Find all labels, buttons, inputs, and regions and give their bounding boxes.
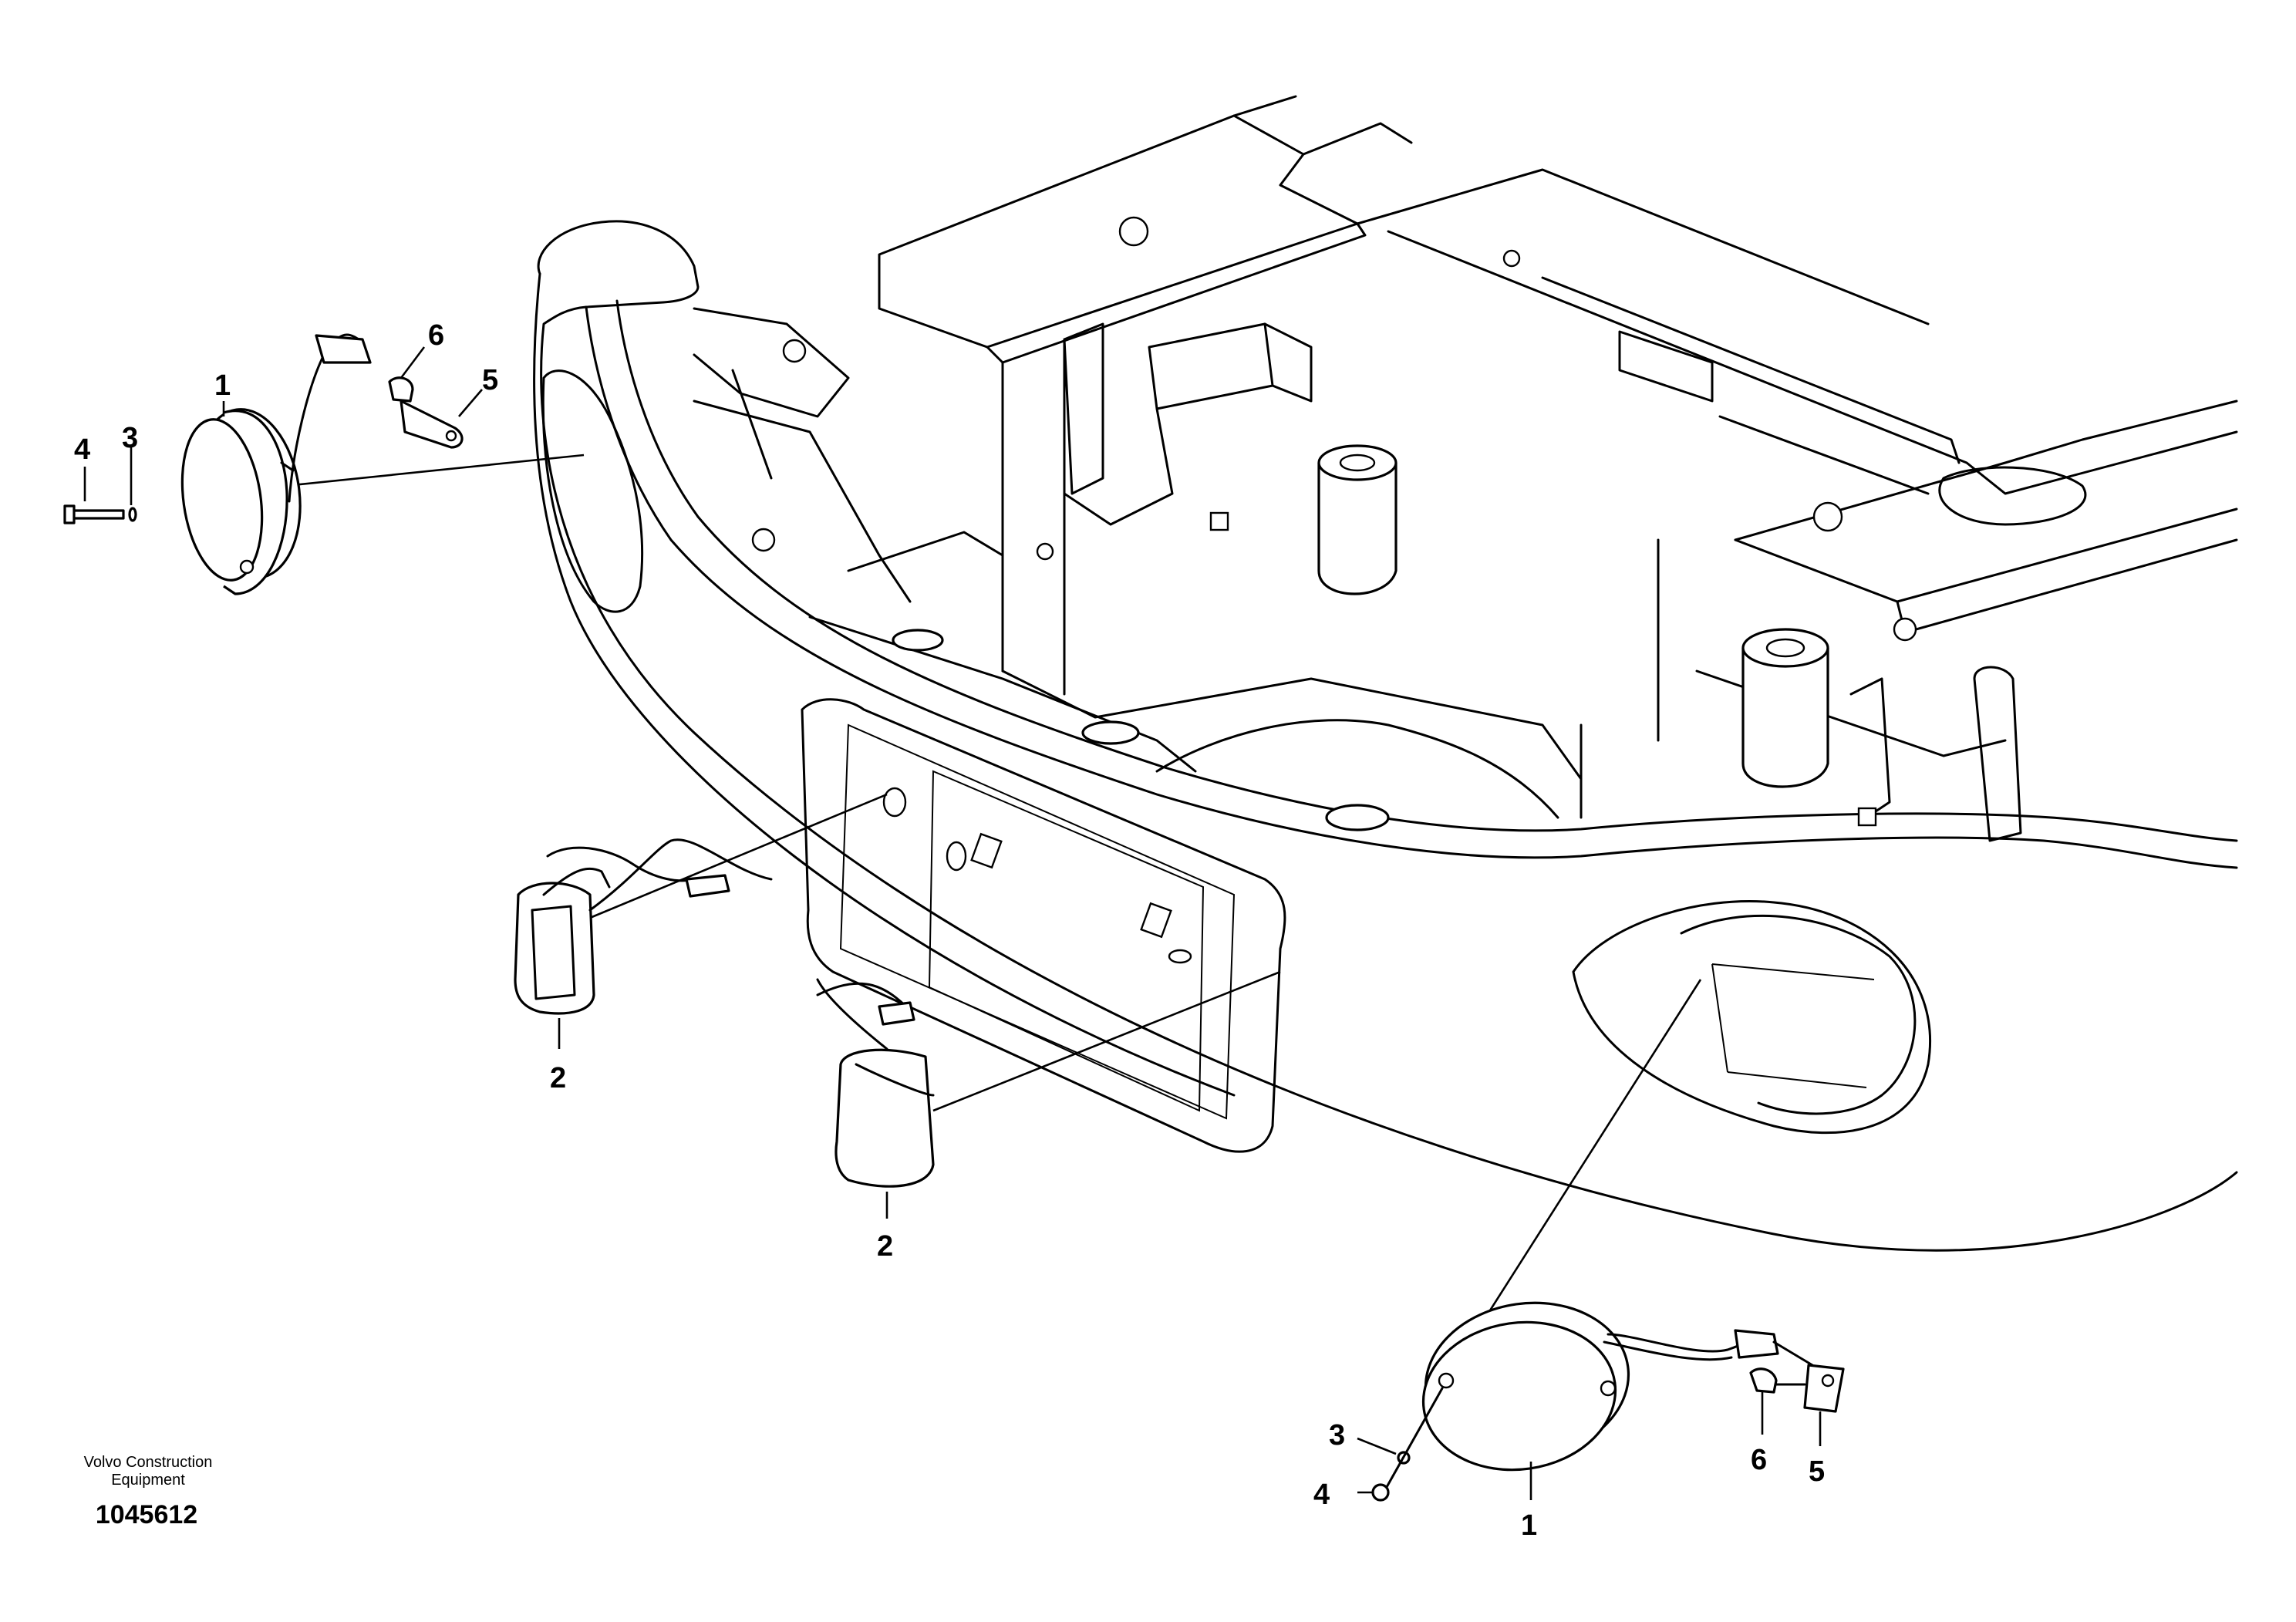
drawing-number: 1045612 [96, 1500, 197, 1529]
callout-1-upper: 1 [214, 369, 231, 402]
bracket-lower [1772, 1340, 1845, 1413]
callout-3-upper: 3 [122, 422, 138, 454]
company-name-line1: Volvo Construction [84, 1454, 213, 1471]
callout-6-lower: 6 [1751, 1444, 1767, 1476]
screw-washer-upper [63, 504, 137, 524]
callout-5-upper: 5 [482, 364, 498, 396]
callout-4-upper: 4 [74, 433, 90, 466]
counterweight-body [533, 220, 2238, 1252]
leader-lamp-upper [285, 454, 585, 487]
drawing-footer: Volvo Construction Equipment 1045612 [84, 1454, 213, 1529]
screw-washer-lower [1371, 1387, 1444, 1502]
leader-lamp-lower [1483, 979, 1702, 1320]
leader-plate-lamp [589, 793, 888, 919]
upper-frame [693, 95, 2238, 842]
callout-4-lower: 4 [1313, 1479, 1330, 1511]
tail-lamp-lower [1421, 1301, 1779, 1472]
callout-labels: 1 4 3 6 5 2 2 3 4 6 5 1 [74, 319, 1825, 1542]
callout-2-plate-lamp: 2 [550, 1062, 566, 1094]
leader-marker-lamp [932, 970, 1281, 1112]
callout-1-lower: 1 [1521, 1509, 1537, 1542]
tail-lamp-upper [180, 333, 372, 595]
callout-leaders [83, 346, 1822, 1500]
callout-5-lower: 5 [1809, 1455, 1825, 1488]
marker-lamp [816, 978, 935, 1188]
nut-lower [1749, 1367, 1806, 1394]
callout-2-marker-lamp: 2 [877, 1230, 893, 1263]
license-plate-lamp [514, 838, 773, 1015]
company-name-line2: Equipment [111, 1472, 185, 1489]
bracket-upper [388, 376, 464, 449]
callout-3-lower: 3 [1329, 1419, 1345, 1452]
leader-lines [285, 454, 1702, 1320]
callout-6-upper: 6 [428, 319, 444, 352]
